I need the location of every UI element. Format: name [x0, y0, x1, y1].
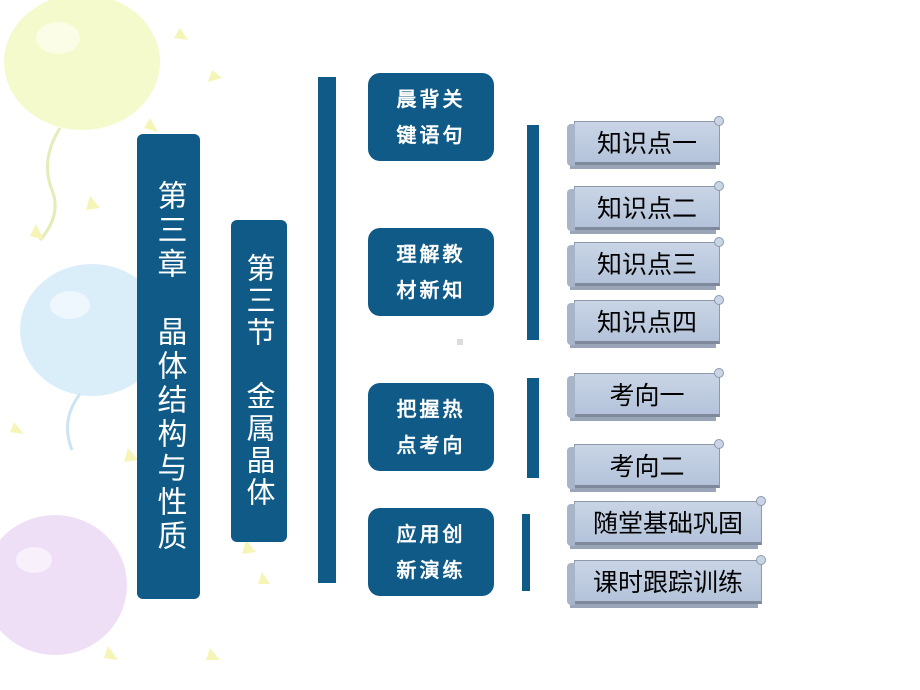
- module-label-line1: 理解教: [396, 242, 466, 266]
- module-label-line1: 把握热: [396, 397, 466, 421]
- divider-dot: [457, 339, 463, 345]
- bracket-main: [318, 77, 336, 583]
- bracket-directions: [527, 378, 539, 478]
- knowledge-point-2-button[interactable]: 知识点二: [567, 181, 724, 231]
- bracket-knowledge-points: [527, 125, 539, 340]
- module-label-line2: 键语句: [396, 123, 466, 147]
- section-title[interactable]: 第三节 金属晶体: [231, 220, 287, 542]
- module-morning-key-sentences-button[interactable]: 晨背关 键语句: [368, 73, 494, 161]
- module-hot-topics-button[interactable]: 把握热 点考向: [368, 383, 494, 471]
- direction-2-button[interactable]: 考向二: [567, 439, 724, 489]
- in-class-practice-button[interactable]: 随堂基础巩固: [567, 496, 766, 546]
- direction-1-button[interactable]: 考向一: [567, 368, 724, 418]
- module-label-line1: 晨背关: [396, 87, 466, 111]
- balloon-purple-icon: [0, 515, 127, 655]
- knowledge-point-1-button[interactable]: 知识点一: [567, 116, 724, 166]
- balloon-blue-icon: [20, 264, 164, 451]
- sparkle-icon: [10, 28, 270, 660]
- module-label-line2: 新演练: [396, 558, 466, 582]
- knowledge-point-4-button[interactable]: 知识点四: [567, 295, 724, 345]
- module-practice-button[interactable]: 应用创 新演练: [368, 508, 494, 596]
- module-understand-textbook-button[interactable]: 理解教 材新知: [368, 228, 494, 316]
- balloon-yellow-icon: [4, 0, 160, 241]
- knowledge-point-3-button[interactable]: 知识点三: [567, 237, 724, 287]
- module-label-line2: 点考向: [396, 433, 466, 457]
- chapter-title[interactable]: 第三章 晶体结构与性质: [137, 134, 200, 599]
- module-label-line2: 材新知: [396, 278, 466, 302]
- bracket-practice: [522, 514, 530, 591]
- homework-practice-button[interactable]: 课时跟踪训练: [567, 555, 766, 605]
- module-label-line1: 应用创: [396, 522, 466, 546]
